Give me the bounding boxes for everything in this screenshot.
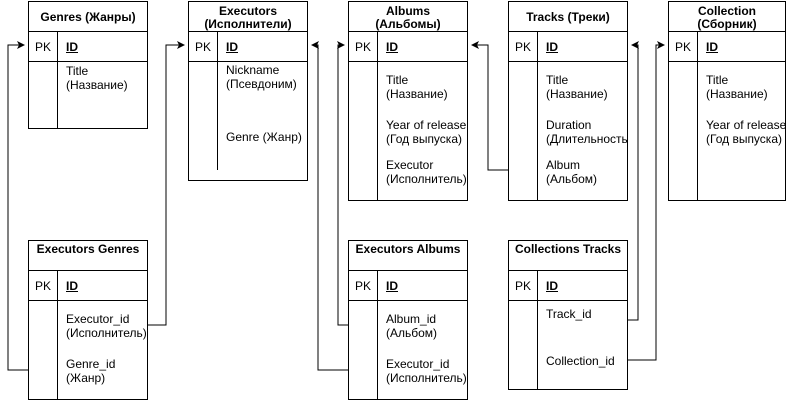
field-title: Title (Название) [66, 64, 128, 92]
entity-title: Executors Albums [355, 242, 461, 256]
entity-tracks[interactable]: Tracks (Треки) PK ID Title (Название) Du… [508, 1, 628, 201]
pk-label: PK [355, 40, 372, 54]
entity-title-line2: (Сборник) [697, 17, 757, 31]
pk-field: ID [386, 279, 398, 293]
pk-label: PK [515, 40, 532, 54]
pk-field: ID [386, 40, 398, 54]
pk-field: ID [66, 279, 78, 293]
entity-title: Tracks (Треки) [526, 10, 610, 24]
field-genre: Genre (Жанр) [226, 130, 302, 144]
field-track-id: Track_id [546, 307, 592, 321]
field-genre-id: Genre_id (Жанр) [66, 357, 116, 385]
pk-field: ID [706, 40, 718, 54]
entity-executors-genres[interactable]: Executors Genres PK ID Executor_id (Испо… [28, 240, 148, 400]
entity-title-line1: Executors [218, 4, 278, 18]
pk-field: ID [546, 40, 558, 54]
link-executorid-albums-to-executors [311, 41, 348, 371]
pk-field: ID [226, 40, 238, 54]
entity-executors[interactable]: Executors (Исполнители) PK ID Nickname (… [188, 1, 308, 181]
entity-genres[interactable]: Genres (Жанры) PK ID Title (Название) [28, 1, 148, 129]
entity-title-line2: (Исполнители) [204, 17, 292, 31]
field-collection-id: Collection_id [546, 354, 615, 368]
entity-title-line1: Albums [385, 4, 430, 18]
link-tracks-album-to-albums [471, 41, 508, 171]
link-genreid-to-genres [7, 41, 28, 371]
field-year-of-release: Year of release (Год выпуска) [706, 118, 787, 146]
pk-field: ID [66, 40, 78, 54]
link-collectionid-to-collection [628, 41, 665, 361]
entity-collections-tracks[interactable]: Collections Tracks PK ID Track_id Collec… [508, 240, 628, 390]
pk-label: PK [675, 40, 692, 54]
field-title: Title (Название) [706, 73, 768, 101]
field-executor-id: Executor_id (Исполнитель) [66, 312, 147, 340]
entity-title: Genres (Жанры) [40, 10, 136, 24]
entity-title: Executors Genres [36, 242, 140, 256]
field-duration: Duration (Длительность [546, 118, 628, 146]
field-album: Album (Альбом) [546, 158, 598, 186]
entity-title-line2: (Альбомы) [375, 17, 441, 31]
field-year-of-release: Year of release (Год выпуска) [386, 118, 467, 146]
field-album-id: Album_id (Альбом) [386, 312, 438, 340]
link-trackid-to-tracks [628, 41, 639, 321]
entity-executors-albums[interactable]: Executors Albums PK ID Album_id (Альбом)… [348, 240, 468, 400]
pk-label: PK [35, 279, 52, 293]
link-albumid-to-albums [337, 41, 348, 326]
entity-collection[interactable]: Collection (Сборник) PK ID Title (Назван… [668, 1, 786, 201]
field-title: Title (Название) [546, 73, 608, 101]
field-executor-id: Executor_id (Исполнитель) [386, 357, 467, 385]
entity-title: Collections Tracks [514, 242, 622, 256]
link-executorid-to-executors [148, 41, 185, 326]
pk-field: ID [546, 279, 558, 293]
field-executor: Executor (Исполнитель) [386, 158, 467, 186]
pk-label: PK [195, 40, 212, 54]
entity-albums[interactable]: Albums (Альбомы) PK ID Title (Название) … [348, 1, 468, 201]
entity-title-line1: Collection [697, 4, 756, 18]
pk-label: PK [35, 40, 52, 54]
field-title: Title (Название) [386, 73, 448, 101]
pk-label: PK [355, 279, 372, 293]
pk-label: PK [515, 279, 532, 293]
field-nickname: Nickname (Псевдоним) [226, 63, 297, 91]
